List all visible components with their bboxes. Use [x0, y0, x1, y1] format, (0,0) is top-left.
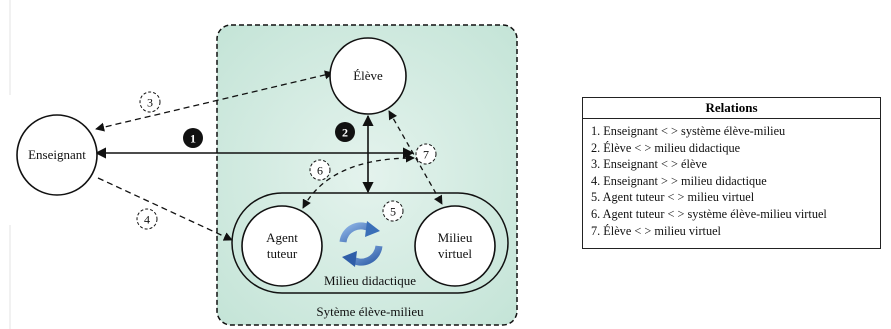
relation-item: 1. Enseignant < > système élève-milieu [591, 124, 786, 138]
node-eleve-label: Élève [353, 68, 383, 83]
node-milieu-virtuel-label-2: virtuel [438, 246, 472, 261]
marker-4-label: 4 [144, 213, 150, 227]
relation-item: 2. Élève < > milieu didactique [591, 140, 741, 155]
marker-2-label: 2 [342, 126, 348, 140]
marker-1: 1 [183, 128, 203, 148]
relations-legend: Relations 1. Enseignant < > système élèv… [582, 97, 881, 249]
marker-2: 2 [335, 122, 355, 142]
cycle-icon [339, 221, 383, 267]
marker-5: 5 [382, 200, 404, 222]
marker-3-label: 3 [147, 96, 153, 110]
milieu-didactique-label: Milieu didactique [324, 273, 416, 288]
system-label: Sytème élève-milieu [316, 304, 424, 319]
relation-item: 7. Élève < > milieu virtuel [591, 223, 721, 238]
marker-4: 4 [136, 208, 158, 230]
marker-6: 6 [309, 159, 331, 181]
node-agent-tuteur-label-1: Agent [266, 230, 298, 245]
node-milieu-virtuel-label-1: Milieu [438, 230, 473, 245]
node-agent-tuteur: Agent tuteur [241, 205, 323, 287]
relations-title: Relations [583, 98, 880, 119]
node-enseignant: Enseignant [16, 114, 98, 196]
marker-1-label: 1 [190, 132, 196, 146]
node-enseignant-label: Enseignant [28, 147, 86, 162]
arrow-3 [95, 70, 334, 132]
marker-7: 7 [415, 143, 437, 165]
relation-item: 6. Agent tuteur < > système élève-milieu… [591, 206, 827, 221]
marker-3: 3 [139, 91, 161, 113]
relations-list: 1. Enseignant < > système élève-milieu 2… [583, 119, 880, 239]
node-eleve: Élève [329, 37, 407, 115]
node-agent-tuteur-label-2: tuteur [267, 246, 298, 261]
arrow-4 [97, 177, 233, 241]
node-milieu-virtuel: Milieu virtuel [414, 205, 496, 287]
marker-7-label: 7 [423, 148, 429, 162]
relation-item: 5. Agent tuteur < > milieu virtuel [591, 190, 755, 205]
relation-item: 4. Enseignant > > milieu didactique [591, 173, 767, 188]
relation-item: 3. Enseignant < > élève [591, 157, 707, 172]
marker-6-label: 6 [317, 164, 323, 178]
marker-5-label: 5 [390, 205, 396, 219]
